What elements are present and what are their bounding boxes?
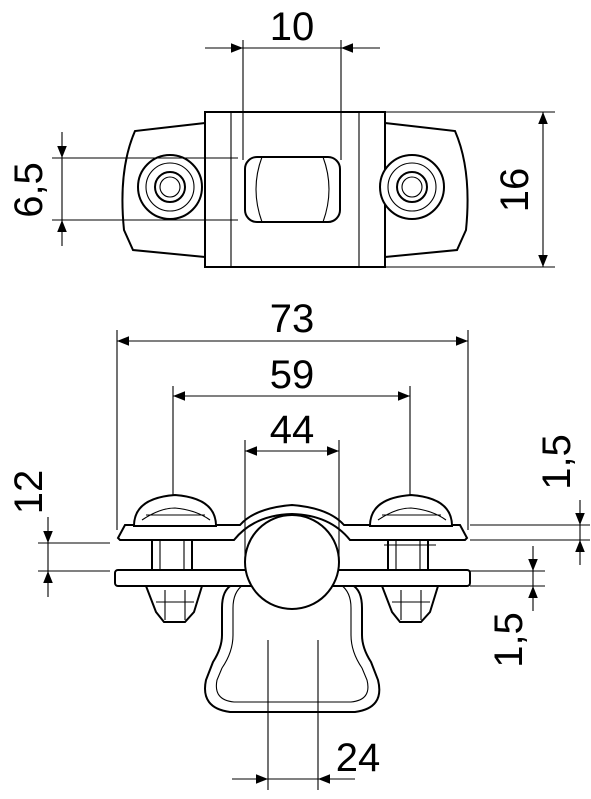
- top-view-right-ear: [384, 122, 469, 258]
- dim-top-thickness-label: 1,5: [535, 434, 579, 490]
- dim-overall-length-label: 73: [270, 297, 315, 341]
- side-view-left-screw: [132, 493, 218, 623]
- dim-stirrup-width-label: 24: [336, 736, 381, 780]
- dim-height-12: 12: [7, 470, 110, 597]
- dim-pipe-diameter-label: 44: [270, 408, 315, 452]
- dim-slot-width: 10: [205, 5, 380, 160]
- dim-hole-spacing: 59: [172, 353, 411, 495]
- side-view: 73 59 44 12: [7, 297, 590, 790]
- dim-hole-diameter: 6,5: [7, 132, 238, 246]
- side-view-top-strap: [116, 503, 469, 541]
- dim-slot-width-label: 10: [270, 5, 315, 49]
- top-view-slot: [244, 156, 341, 223]
- top-view-right-hole: [379, 154, 445, 220]
- top-view-left-ear: [121, 122, 206, 258]
- side-view-right-screw: [368, 493, 454, 623]
- dim-pipe-diameter: 44: [244, 408, 340, 562]
- top-view-left-hole: [137, 154, 203, 220]
- dim-top-thickness: 1,5: [470, 434, 590, 565]
- dim-overall-length: 73: [116, 297, 469, 530]
- side-view-stirrup: [204, 584, 381, 713]
- dim-bottom-thickness-label: 1,5: [487, 612, 531, 668]
- top-view: 10 6,5 16: [7, 5, 555, 268]
- dim-height-12-label: 12: [7, 470, 51, 515]
- dim-hole-spacing-label: 59: [270, 353, 315, 397]
- dim-body-height-label: 16: [493, 168, 537, 213]
- side-view-pipe: [244, 514, 340, 610]
- dim-hole-diameter-label: 6,5: [7, 162, 51, 218]
- dim-bottom-thickness: 1,5: [470, 546, 545, 668]
- dim-stirrup-width: 24: [232, 640, 380, 790]
- dim-body-height: 16: [385, 111, 555, 268]
